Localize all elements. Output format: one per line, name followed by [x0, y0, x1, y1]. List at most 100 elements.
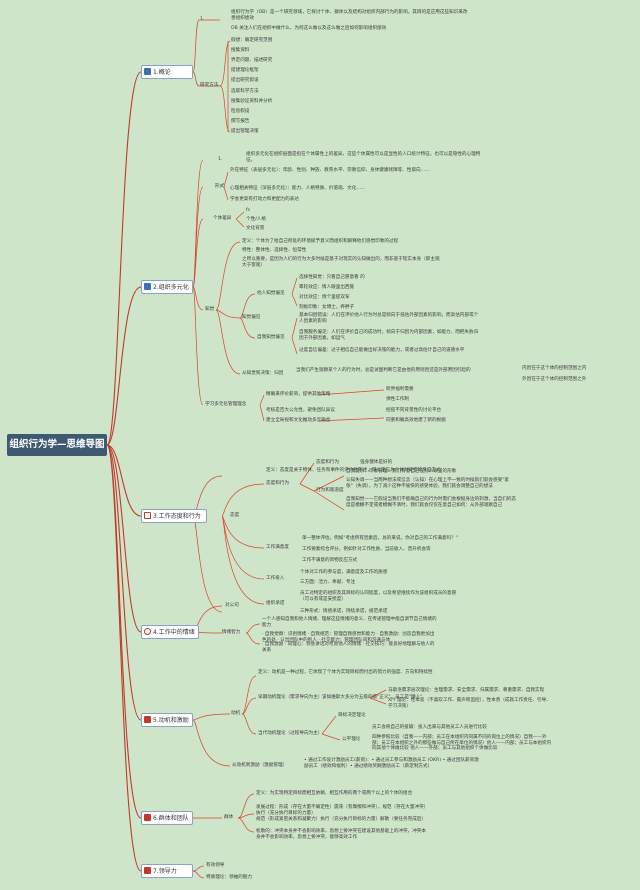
node: 组织行为学（OB）是一个研究领域，它探讨个体、群体以及结构对组织内部行为的影响，… — [231, 10, 468, 21]
node: 个性/人格 — [246, 217, 266, 222]
node: 跨界福利需要 — [386, 387, 414, 392]
node: 规范（形成紧密关系和凝聚力）执行（充分执行目标的力量）解散（要任务完成后） — [256, 817, 426, 822]
node: 员工对特定的组织及其目标的认同程度，以及希望继续作为该组织成员的意愿（可以有或是… — [300, 591, 457, 602]
node: 当代动机理论（过程导向为主） — [258, 731, 323, 736]
node: 松散的：冲突本身并不会影响效率，思想上要冲突在建设其他基础上的冲突，冲突本身并不… — [256, 829, 426, 840]
branch-label: 1.概论 — [153, 69, 171, 76]
node: 建立全局视和文化推动多元融合 — [266, 418, 331, 423]
branch-node-4[interactable]: 4.工作中的情绪 — [141, 625, 199, 639]
node: 动机 — [231, 711, 241, 716]
branch-label: 2.组织多元化 — [153, 284, 189, 291]
node: 基本归因错误：人们在评价他人行为时总是倾向于低估外部因素的影响，而高估内部或个人… — [299, 313, 479, 324]
node: 提出管理决策 — [231, 129, 259, 134]
branch-label: 7.领导力 — [153, 868, 177, 875]
node: 当我们产生观察某个人的行为时，总是试图判断它是由他的原则因还是外部原因引起的 — [296, 368, 471, 373]
flag-icon — [144, 716, 151, 723]
node: 定义：动机是一种过程，它体现了个体为实现目标而付出的努力的强度、方向和持续性 — [258, 670, 433, 675]
node: 内因在于这个体的控制范围之内 — [522, 366, 587, 371]
node: 考核是否大公允性，避免团队异议 — [266, 408, 335, 413]
branch-label: 5.动机和激励 — [153, 717, 189, 724]
node: 撰写报告 — [231, 119, 250, 124]
node: 个体差异 — [213, 216, 232, 221]
branch-node-5[interactable]: 5.动机和激励 — [141, 713, 193, 727]
node: 精确来评价薪资，提供其他策略 — [266, 392, 331, 397]
flag-icon — [144, 814, 151, 821]
node: 特质理论：领袖的魅力 — [206, 875, 252, 880]
node: 搜集验证资料并分析 — [231, 99, 273, 104]
node: 员工会将自己的投输：投入出来与其他员工人员进行比较 — [372, 725, 487, 730]
node: 工作满意度 — [266, 545, 289, 550]
branch-label: 3.工作态度和行为 — [153, 513, 201, 520]
flag-icon — [144, 867, 151, 874]
node: 学习多元化管理理念 — [205, 402, 247, 407]
node: 个体对工作的参与度，满意度及工作的质感 — [300, 570, 388, 575]
node: 马斯洛需求层次理论：生理需求、安全需求、归属需求、尊重需求、自我实现 — [388, 688, 545, 693]
node: 1. — [218, 157, 223, 162]
node: 强身健体是好的 — [360, 460, 393, 465]
node: 检验假设 — [231, 109, 250, 114]
node: 知觉偏见 — [242, 315, 261, 320]
node: 工作投入 — [266, 576, 285, 581]
node: 搭建理论框架 — [231, 68, 259, 73]
branch-node-3[interactable]: 3.工作态度和行为 — [141, 509, 207, 523]
node: 认知失调——当两种想法或信念（认知）在心理上不一致的时候就们就会感受"紧张"（失… — [346, 478, 509, 489]
node: • 通过工作设计激励员工(薪资)：• 通过员工参与和激励员工 (OKR) • 通… — [304, 758, 479, 769]
node: · 自我觉察：识别情绪 · 自我规范：管理自我感觉和能力 · 自我激励：创造自我… — [262, 632, 435, 643]
node: 自我提示：印象管理—我们有意自己在别人眼里的形象 — [346, 469, 457, 474]
node: 发展过程：形成（存在大量不确定性）震荡（有摩擦和冲突），规范（存在大量冲突）执行… — [256, 805, 426, 816]
node: 过度自信偏差：过于相信自己能做出好决策的能力，或者过高估计自己的道德水平 — [299, 348, 465, 353]
node: 外在特征（表层多元化）：年龄、性别、种族、教育水平、宗教信仰、身体健康残障等、性… — [230, 168, 430, 173]
node: 态度和行为 — [316, 460, 339, 465]
node: 工作不满意的饰物反应方式 — [302, 558, 358, 563]
node: 选取科学方法 — [231, 89, 259, 94]
branch-node-7[interactable]: 7.领导力 — [141, 864, 193, 878]
branch-node-1[interactable]: 1.概论 — [141, 65, 193, 79]
chart-icon — [144, 68, 151, 75]
node: 从知觉到决策：归因 — [242, 371, 284, 376]
node: 早期动机理论（需求导向为主） — [258, 695, 323, 700]
root-node[interactable]: 组织行为学—思维导图 — [7, 434, 107, 456]
node: 外因在于这个体的控制范围之外 — [522, 377, 587, 382]
node: fs — [246, 208, 251, 213]
node: 自我知觉——它假设当我们不能确自己的行为时需们会根据身边的刺激，当自们的态度是模… — [346, 497, 516, 508]
node: 知觉 — [205, 307, 215, 312]
node: 招揽不同背景性的讨论平台 — [386, 408, 442, 413]
node: 1. — [200, 17, 205, 22]
node: 一个人感知自我和他人情绪、理解这些情绪的意义、在传递管理中能自调节自己情绪的能力 — [262, 617, 437, 628]
node: 之所以重要，是因为人们的行为大多时候是基于对现实的认知做出的，而非基于现实本身（… — [242, 257, 440, 268]
node: X/Y 理论：性本恶（不喜欢工作、最声称监控），性本善（成就工作责任、引导、学习… — [388, 698, 551, 709]
branch-node-2[interactable]: 2.组织多元化 — [141, 280, 193, 294]
node: 文化背景 — [246, 226, 265, 231]
branch-node-6[interactable]: 6.群体和团队 — [141, 811, 193, 825]
node: 态度 — [230, 513, 240, 518]
node: 搜集资料 — [231, 48, 250, 53]
branch-label: 4.工作中的情绪 — [153, 629, 195, 636]
node: 四种参照比较（自我——内部；员工在本组织内同属不同的岗位上的情况）自我——外部；… — [372, 735, 552, 752]
node: 弹性工作制 — [386, 397, 409, 402]
node: 目标决定理论 — [338, 713, 366, 718]
node: 学会更高有打动力和更配力的表达 — [230, 197, 299, 202]
node: 态度和行为 — [266, 481, 289, 486]
node: 工作要素综合评分，例如针对工作性质、当前收入、晋升机会等 — [302, 547, 431, 552]
node: 晕轮效应：情人眼里出西施 — [299, 285, 355, 290]
node: 对比效应：情个里提双军 — [299, 295, 350, 300]
node: 研究方法 — [200, 83, 219, 88]
node: 组织承诺 — [266, 601, 285, 606]
node: 刻板印象：女博士，养胖子 — [299, 305, 355, 310]
chart-icon — [144, 283, 151, 290]
node: 提出研究假设 — [231, 78, 259, 83]
node: 单一整体评估，例如"考虑所有因素后，总的来说，你对自己的工作满意吗？" — [302, 536, 458, 541]
node: OB 关注人们在组织中做什么，为何这么做以及这么做之后如何影响组织绩效 — [231, 26, 387, 31]
node: 自我服务偏见：人们在评价自己的成功时，倾向于归因为内部因素，如能力、而把失败归因… — [299, 330, 479, 341]
node: 从动机到激励（激励管理） — [232, 763, 288, 768]
node: 对公司 — [225, 603, 239, 608]
node: · 自我激励 · 同理心：领会讲话对考虑他人的情绪 · 社交技巧：能良好地理解与… — [262, 642, 435, 653]
node: 形式 — [215, 184, 225, 189]
node: 组织多元化在组织层面是指在个体属性上的差异，这些个体属性可以是显性的人口统计特征… — [246, 152, 481, 163]
node: 有效领导 — [206, 863, 225, 868]
heart-icon — [144, 628, 151, 635]
node: 行为和观道度 — [316, 488, 344, 493]
scale-icon — [144, 512, 151, 519]
